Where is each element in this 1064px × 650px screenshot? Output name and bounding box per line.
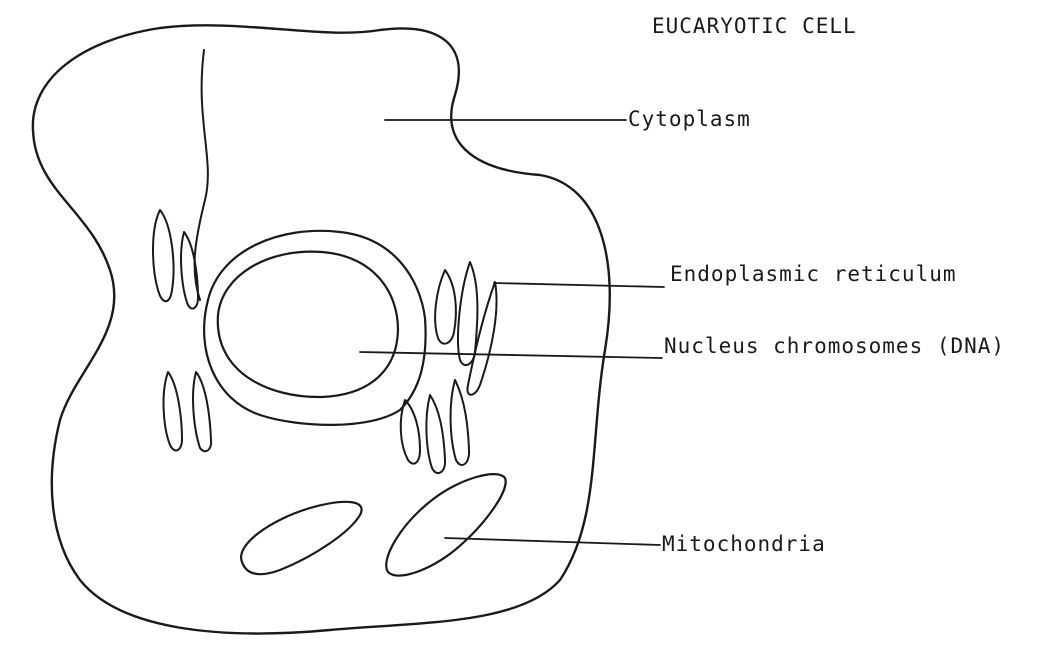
er-fold-bottom-2 bbox=[426, 395, 445, 473]
leader-line-er bbox=[494, 283, 664, 287]
er-fold-left-3 bbox=[164, 372, 182, 450]
cytoplasm-fold bbox=[195, 50, 208, 300]
er-fold-right-1 bbox=[435, 270, 456, 344]
leader-line-mitochondria bbox=[445, 538, 660, 545]
label-nucleus: Nucleus chromosomes (DNA) bbox=[664, 336, 1005, 357]
er-fold-right-3 bbox=[467, 282, 496, 395]
er-fold-left-1 bbox=[153, 210, 174, 301]
label-endoplasmic-reticulum: Endoplasmic reticulum bbox=[670, 264, 957, 285]
cell-membrane bbox=[33, 25, 610, 633]
label-cytoplasm: Cytoplasm bbox=[628, 109, 751, 130]
nucleus-outline bbox=[218, 252, 398, 397]
nuclear-envelope-outer bbox=[204, 231, 426, 425]
er-fold-left-4 bbox=[193, 372, 211, 451]
er-fold-bottom-3 bbox=[451, 380, 470, 465]
leader-line-nucleus bbox=[360, 352, 662, 358]
er-fold-bottom-1 bbox=[401, 400, 420, 464]
mitochondrion-left bbox=[241, 502, 361, 574]
label-mitochondria: Mitochondria bbox=[662, 534, 826, 555]
mitochondrion-right bbox=[386, 474, 505, 575]
diagram-title: EUCARYOTIC CELL bbox=[652, 16, 857, 37]
er-fold-right-2 bbox=[458, 262, 477, 365]
